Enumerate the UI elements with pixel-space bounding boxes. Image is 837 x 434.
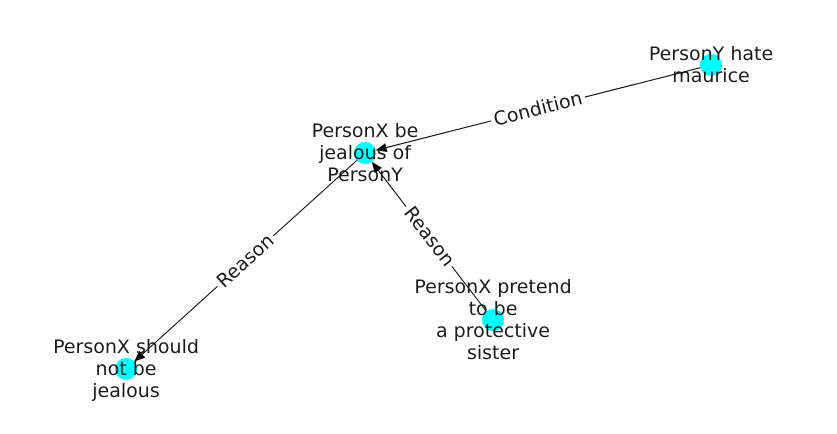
node-label-line: maurice (672, 65, 749, 87)
node-label-line: PersonX be (312, 120, 419, 142)
node-notjealous (115, 358, 137, 380)
node-label-line: PersonX pretend (414, 276, 571, 298)
edge-label-background (209, 226, 282, 296)
node-label-line: not be (96, 358, 157, 380)
edge-label-background (488, 85, 588, 133)
node-label-line: jealous (91, 380, 159, 402)
node-label-line: to be (469, 298, 518, 320)
node-label-line: sister (467, 342, 519, 364)
edge-label-2: Reason (209, 226, 282, 296)
edge-label-1: Condition (488, 85, 588, 133)
arrowhead (134, 350, 146, 362)
edge-label-background (396, 199, 462, 274)
node-layer (115, 54, 722, 380)
node-jealous (354, 142, 376, 164)
node-label-line: jealous of (318, 142, 412, 164)
node-label-line: PersonY (327, 164, 403, 186)
node-pretend (482, 309, 504, 331)
node-label-line: a protective (436, 320, 550, 342)
arrowhead (371, 161, 382, 174)
edge-label-text: Reason (399, 202, 459, 270)
node-label-line: PersonY hate (649, 43, 773, 65)
arrowhead (375, 143, 388, 152)
edge-label-text: Reason (212, 230, 278, 293)
edge-label-3: Reason (396, 199, 462, 274)
edge-label-text: Condition (491, 87, 584, 131)
node-label-line: PersonX should (53, 336, 199, 358)
node-hate (700, 54, 722, 76)
